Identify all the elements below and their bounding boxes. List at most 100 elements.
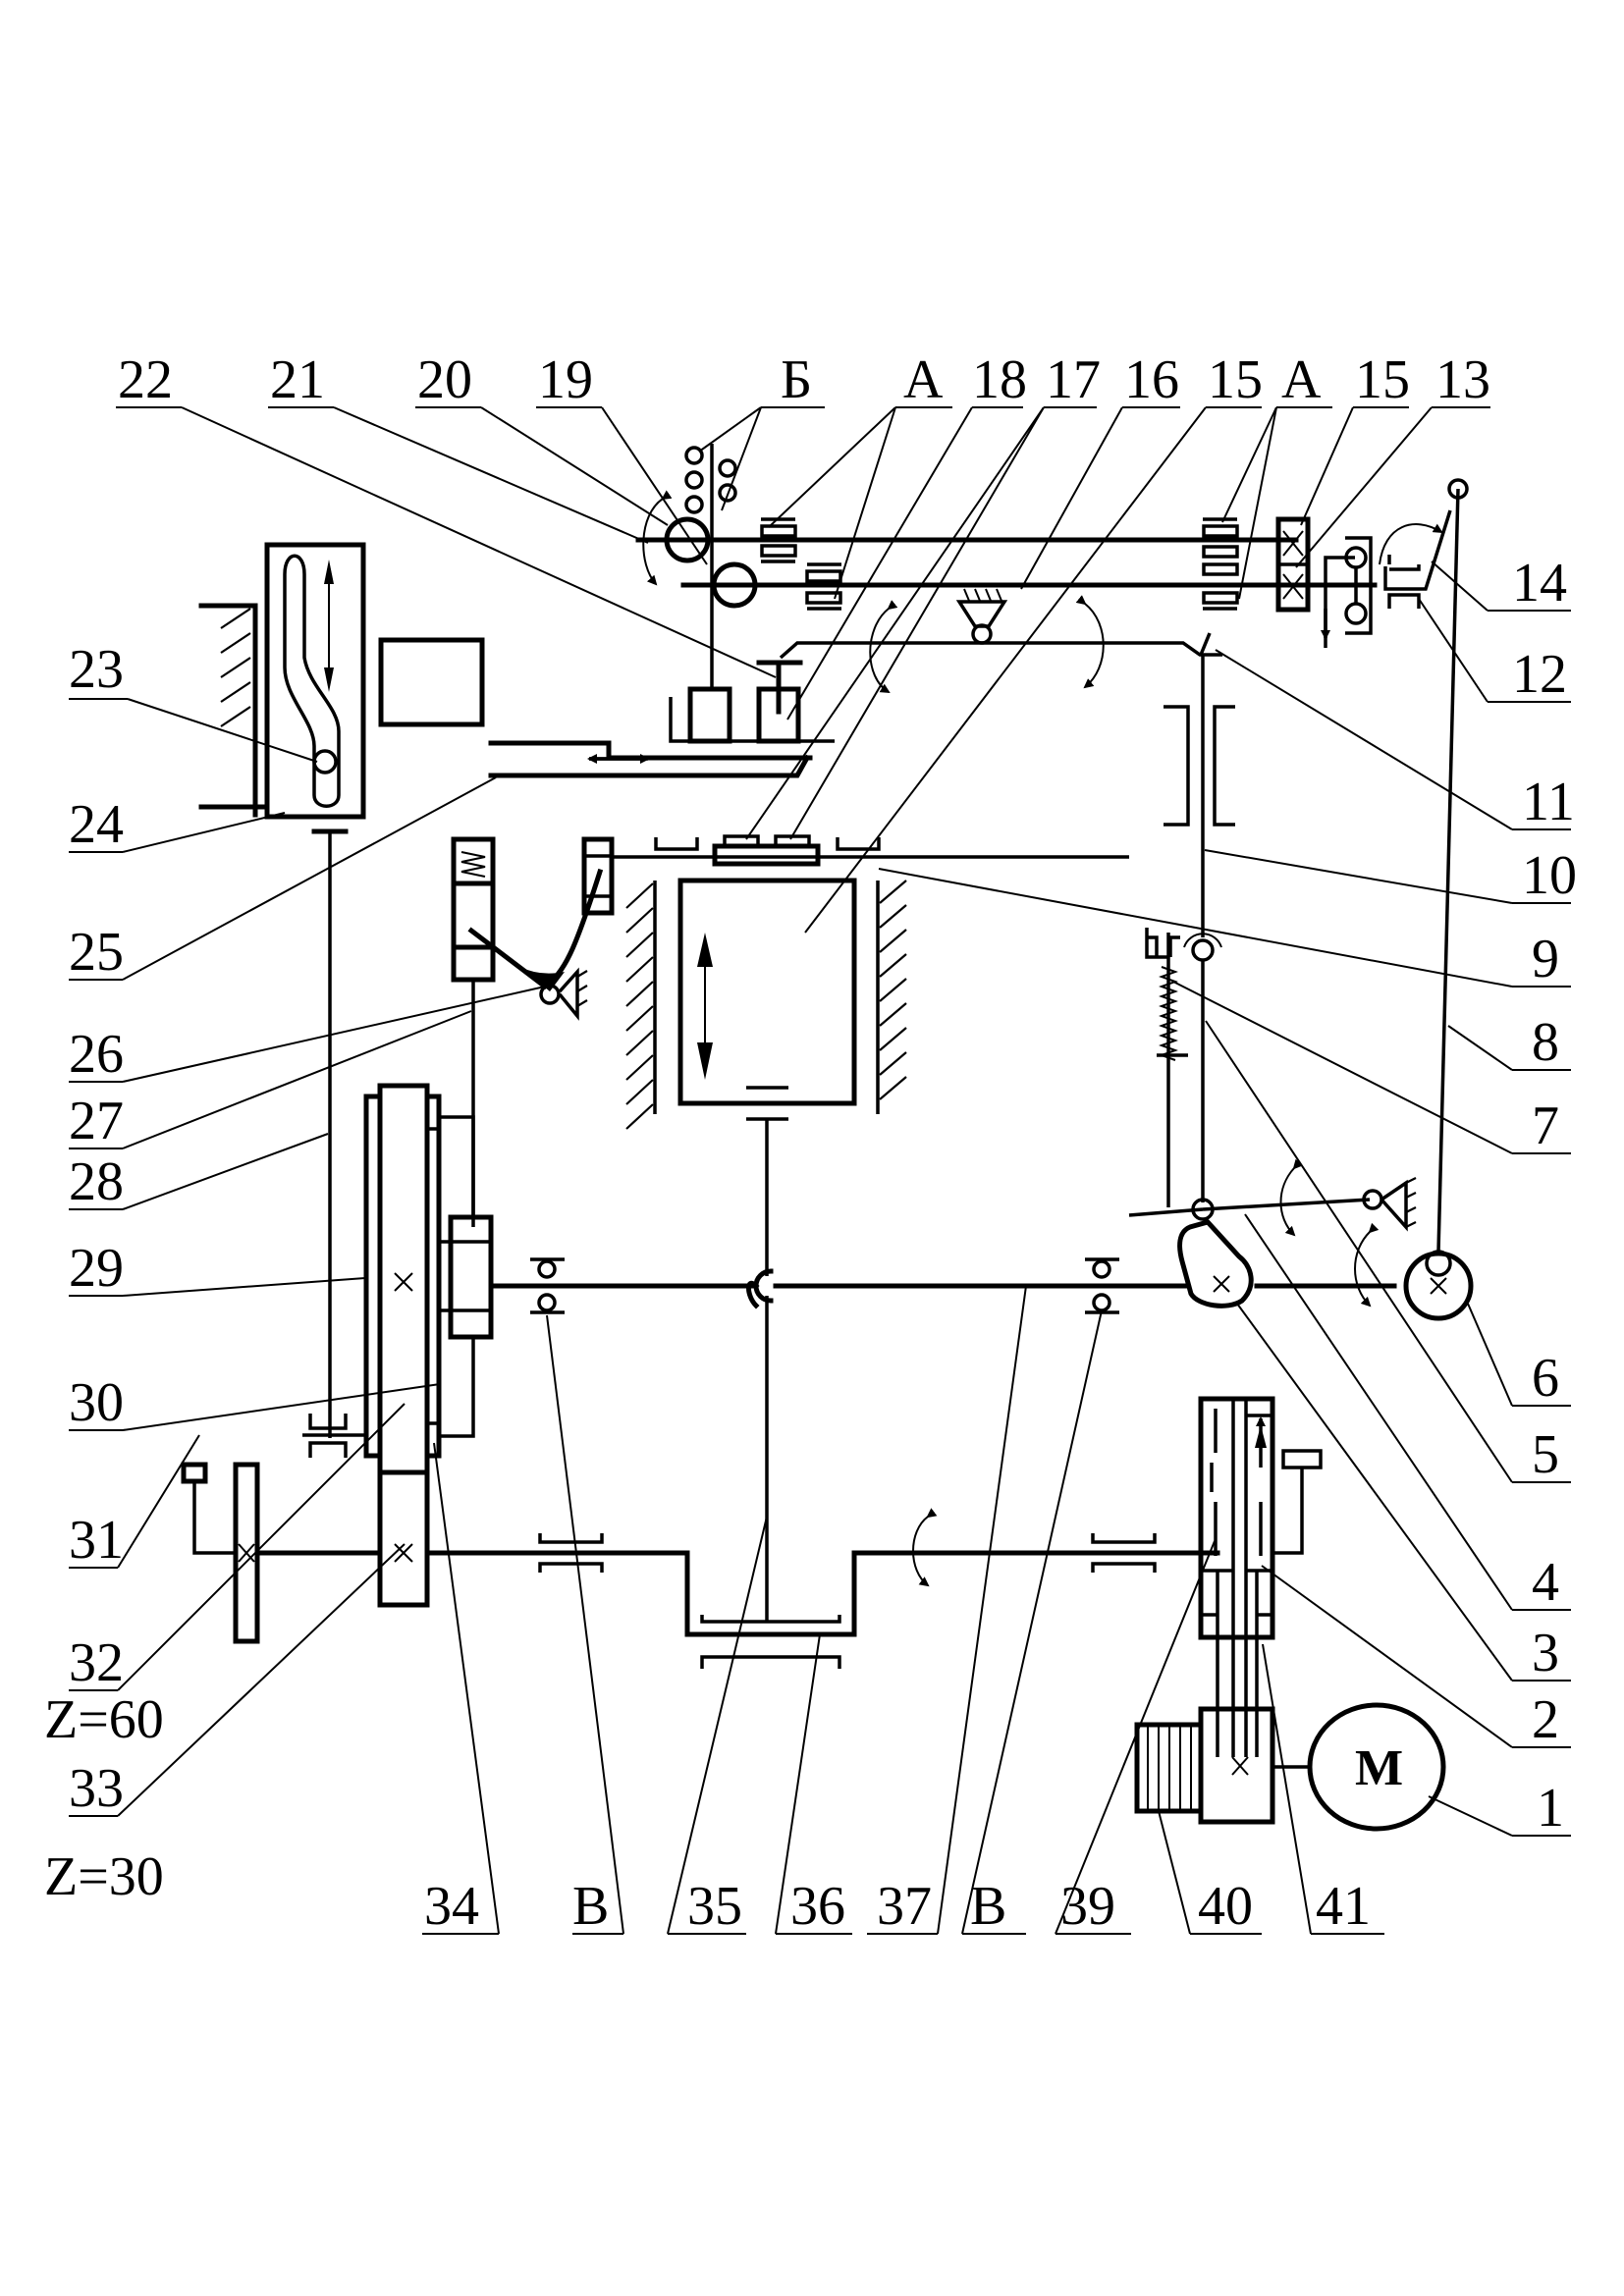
block xyxy=(378,637,485,727)
bearing-v-left xyxy=(530,1257,565,1314)
label-27: 27 xyxy=(69,1010,472,1151)
slider-block xyxy=(625,834,907,1622)
pulley-32 xyxy=(377,1083,430,1475)
roller-b5 xyxy=(718,483,737,503)
label-13: 13 xyxy=(1295,349,1490,568)
bearing-a-left xyxy=(760,517,842,611)
svg-text:30: 30 xyxy=(69,1372,124,1433)
feed-rollers-assembly xyxy=(635,444,1469,689)
svg-text:10: 10 xyxy=(1522,845,1577,906)
label-25: 25 xyxy=(69,776,497,983)
label-21: 21 xyxy=(268,349,649,544)
pivot-icon xyxy=(971,623,993,645)
label-40: 40 xyxy=(1158,1810,1262,1937)
svg-text:12: 12 xyxy=(1512,644,1567,705)
svg-text:34: 34 xyxy=(424,1876,479,1937)
label-32: 32 xyxy=(69,1403,406,1693)
svg-text:16: 16 xyxy=(1124,349,1179,410)
label-9: 9 xyxy=(878,868,1571,989)
label-4: 4 xyxy=(1244,1213,1571,1613)
guide-hatch xyxy=(625,880,907,1130)
label-17: 17 xyxy=(745,349,1101,840)
label-34: 34 xyxy=(422,1442,500,1937)
motor-symbol: M xyxy=(1355,1740,1403,1796)
label-B-right: В xyxy=(961,1309,1103,1937)
svg-text:6: 6 xyxy=(1532,1348,1559,1409)
label-6: 6 xyxy=(1467,1303,1571,1409)
label-16: 16 xyxy=(1020,349,1180,590)
svg-text:1: 1 xyxy=(1537,1778,1564,1839)
label-7: 7 xyxy=(1172,981,1571,1156)
spring-7 xyxy=(1145,928,1188,1207)
svg-text:35: 35 xyxy=(687,1876,742,1937)
roller-b2 xyxy=(684,470,704,490)
label-8: 8 xyxy=(1447,1012,1571,1073)
label-24: 24 xyxy=(69,794,286,855)
gear-pair-15 xyxy=(1275,516,1311,613)
rod-8 xyxy=(1436,488,1460,1253)
rotation-arrow-icon xyxy=(1379,523,1443,565)
label-B-left: В xyxy=(546,1314,624,1937)
svg-text:11: 11 xyxy=(1522,772,1575,832)
svg-text:Б: Б xyxy=(781,349,812,410)
svg-text:39: 39 xyxy=(1060,1876,1115,1937)
cam-frame xyxy=(264,542,366,820)
pivot-icon xyxy=(539,984,561,1005)
label-B-cyr: Б xyxy=(698,349,825,511)
rotation-arrow-icon xyxy=(912,1508,938,1587)
label-23: 23 xyxy=(69,639,318,763)
rotation-arrow-icon xyxy=(1075,595,1105,689)
svg-text:4: 4 xyxy=(1532,1552,1559,1613)
main-shaft-37 xyxy=(488,1257,1397,1314)
label-15-left: 15 xyxy=(804,349,1263,934)
label-11: 11 xyxy=(1215,649,1575,832)
label-1: 1 xyxy=(1428,1778,1571,1839)
right-mechanism xyxy=(1128,488,1474,1321)
bearing-v-right xyxy=(1085,1257,1119,1314)
svg-text:33: 33 xyxy=(69,1758,124,1819)
svg-text:7: 7 xyxy=(1532,1095,1559,1156)
ram-16 xyxy=(677,878,857,1106)
lower-shaft-assembly xyxy=(254,1508,1220,1669)
svg-text:5: 5 xyxy=(1532,1424,1559,1485)
rod-28 xyxy=(302,828,368,1458)
rocker-bar-16 xyxy=(779,588,1222,694)
cam-slot-24 xyxy=(198,542,485,820)
svg-text:9: 9 xyxy=(1532,929,1559,989)
svg-text:В: В xyxy=(572,1876,609,1937)
ratchet-13 xyxy=(1305,536,1378,648)
label-2: 2 xyxy=(1261,1565,1571,1750)
joint-icon xyxy=(1191,1198,1215,1221)
svg-text:8: 8 xyxy=(1532,1012,1559,1073)
svg-text:22: 22 xyxy=(118,349,173,410)
rotation-arrow-icon xyxy=(869,600,898,694)
label-14: 14 xyxy=(1431,553,1571,614)
svg-text:13: 13 xyxy=(1435,349,1490,410)
joint-icon xyxy=(1191,938,1215,962)
label-41: 41 xyxy=(1262,1643,1384,1937)
label-3: 3 xyxy=(1236,1303,1571,1683)
top-labels: 22 21 20 19 Б А xyxy=(116,349,1490,934)
svg-text:24: 24 xyxy=(69,794,124,855)
label-19: 19 xyxy=(536,349,708,565)
roller-b1 xyxy=(684,446,704,465)
label-A-left: А xyxy=(768,349,952,600)
bearing-a-right xyxy=(1202,517,1239,611)
label-18: 18 xyxy=(786,349,1027,721)
label-A-right: А xyxy=(1221,349,1332,600)
svg-text:18: 18 xyxy=(972,349,1027,410)
bottom-labels: 34 В 35 36 37 В 39 xyxy=(422,1285,1384,1937)
label-5: 5 xyxy=(1205,1020,1571,1485)
svg-text:15: 15 xyxy=(1355,349,1410,410)
svg-text:32: 32 xyxy=(69,1632,124,1693)
label-10: 10 xyxy=(1204,845,1577,906)
svg-text:28: 28 xyxy=(69,1151,124,1212)
svg-text:20: 20 xyxy=(417,349,472,410)
svg-text:2: 2 xyxy=(1532,1689,1559,1750)
label-20: 20 xyxy=(415,349,669,526)
pulley-33 xyxy=(377,1469,430,1608)
rotation-arrow-icon xyxy=(1279,1158,1304,1237)
svg-text:А: А xyxy=(1281,349,1322,410)
svg-text:31: 31 xyxy=(69,1510,124,1571)
